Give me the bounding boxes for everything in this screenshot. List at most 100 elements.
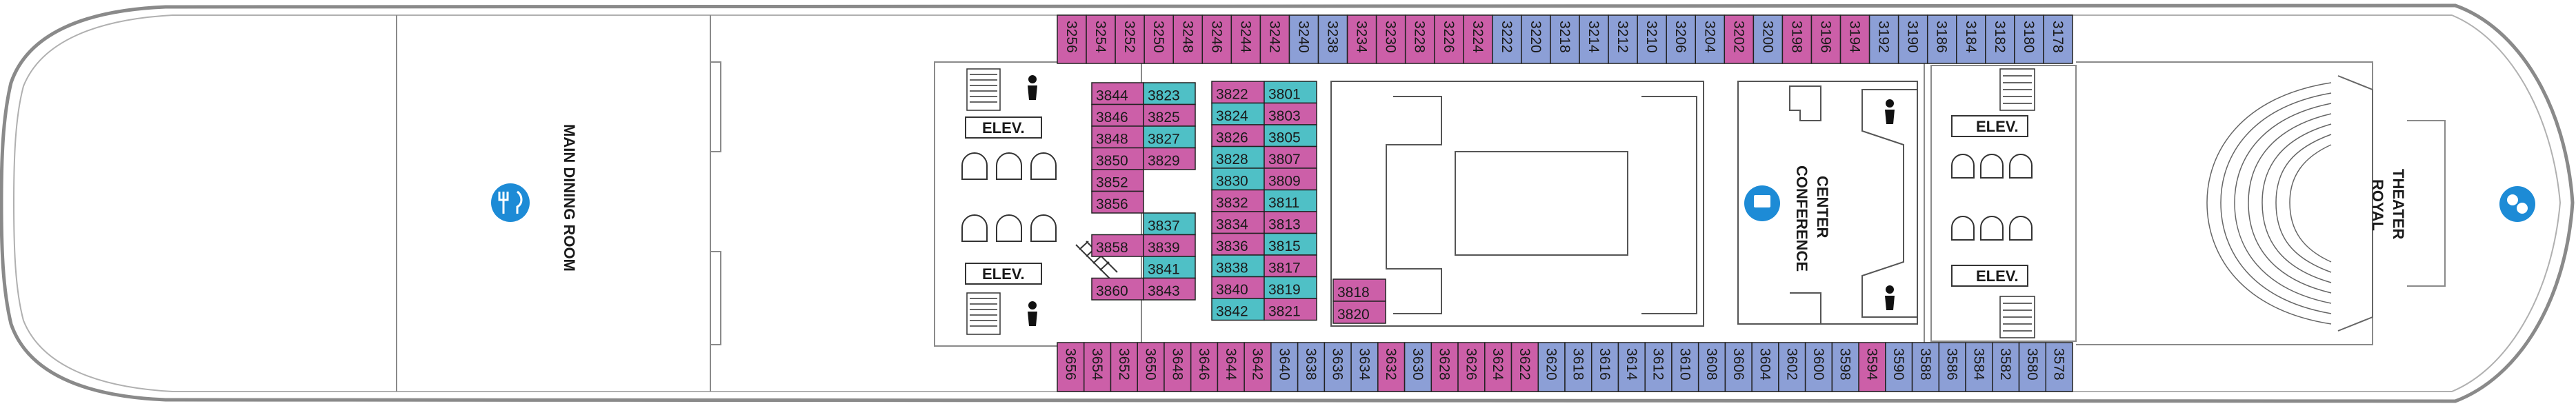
cabin[interactable]: 3246 — [1201, 14, 1232, 64]
elevator-top-left[interactable] — [965, 116, 1042, 139]
cabin-box[interactable] — [1297, 342, 1326, 392]
cabin-box[interactable] — [1433, 14, 1464, 64]
cabin[interactable]: 3200 — [1753, 14, 1784, 64]
cabin[interactable]: 3818 — [1332, 278, 1386, 302]
cabin-box[interactable] — [1264, 298, 1317, 321]
cabin[interactable]: 3844 — [1091, 82, 1144, 105]
cabin[interactable]: 3819 — [1264, 276, 1317, 299]
cabin[interactable]: 3650 — [1137, 342, 1165, 392]
cabin[interactable]: 3244 — [1230, 14, 1261, 64]
cabin[interactable]: 3644 — [1217, 342, 1245, 392]
cabin[interactable]: 3622 — [1510, 342, 1539, 392]
cabin[interactable]: 3821 — [1264, 298, 1317, 321]
cabin-box[interactable] — [1211, 276, 1265, 299]
cabin-box[interactable] — [1110, 342, 1138, 392]
cabin-box[interactable] — [1091, 169, 1144, 192]
cabin[interactable]: 3839 — [1143, 234, 1196, 257]
cabin-box[interactable] — [1324, 342, 1352, 392]
cabin[interactable]: 3590 — [1885, 342, 1913, 392]
cabin[interactable]: 3240 — [1288, 14, 1319, 64]
cabin[interactable]: 3230 — [1375, 14, 1406, 64]
cabin[interactable]: 3815 — [1264, 232, 1317, 256]
cabin-box[interactable] — [1288, 14, 1319, 64]
cabin[interactable]: 3190 — [1897, 14, 1928, 64]
cabin[interactable]: 3646 — [1190, 342, 1219, 392]
cabin[interactable]: 3202 — [1724, 14, 1755, 64]
cabin[interactable]: 3582 — [1992, 342, 2020, 392]
cabin-box[interactable] — [1778, 342, 1806, 392]
cabin-box[interactable] — [1697, 342, 1726, 392]
cabin[interactable]: 3654 — [1083, 342, 1112, 392]
cabin[interactable]: 3624 — [1484, 342, 1512, 392]
cabin-box[interactable] — [1564, 342, 1592, 392]
cabin-box[interactable] — [1143, 234, 1196, 257]
cabin[interactable]: 3648 — [1164, 342, 1192, 392]
cabin[interactable]: 3829 — [1143, 147, 1196, 170]
cabin[interactable]: 3840 — [1211, 276, 1265, 299]
cabin[interactable]: 3828 — [1211, 145, 1265, 169]
cabin-box[interactable] — [1091, 234, 1144, 257]
cabin-box[interactable] — [1858, 342, 1886, 392]
cabin[interactable]: 3204 — [1695, 14, 1726, 64]
cabin[interactable]: 3584 — [1965, 342, 1993, 392]
cabin-box[interactable] — [1484, 342, 1512, 392]
cabin[interactable]: 3652 — [1110, 342, 1138, 392]
cabin[interactable]: 3214 — [1579, 14, 1609, 64]
cabin-box[interactable] — [1091, 125, 1144, 149]
cabin[interactable]: 3826 — [1211, 124, 1265, 148]
cabin[interactable]: 3238 — [1317, 14, 1348, 64]
cabin[interactable]: 3612 — [1644, 342, 1673, 392]
cabin-box[interactable] — [1956, 14, 1986, 64]
cabin[interactable]: 3842 — [1211, 298, 1265, 321]
cabin[interactable]: 3252 — [1115, 14, 1145, 64]
cabin[interactable]: 3218 — [1550, 14, 1580, 64]
cabin[interactable]: 3642 — [1244, 342, 1272, 392]
cabin[interactable]: 3608 — [1697, 342, 1726, 392]
cabin[interactable]: 3805 — [1264, 124, 1317, 148]
cabin[interactable]: 3250 — [1144, 14, 1174, 64]
cabin-box[interactable] — [2045, 342, 2073, 392]
cabin-box[interactable] — [1172, 14, 1204, 64]
cabin[interactable]: 3212 — [1608, 14, 1638, 64]
cabin-box[interactable] — [1671, 342, 1699, 392]
cabin[interactable]: 3196 — [1810, 14, 1841, 64]
cabin[interactable]: 3594 — [1858, 342, 1886, 392]
cabin-box[interactable] — [1264, 145, 1317, 169]
cabin-box[interactable] — [1938, 342, 1966, 392]
cabin[interactable]: 3638 — [1297, 342, 1326, 392]
cabin[interactable]: 3580 — [2018, 342, 2047, 392]
cabin-box[interactable] — [1637, 14, 1667, 64]
cabin[interactable]: 3600 — [1804, 342, 1833, 392]
cabin[interactable]: 3837 — [1143, 212, 1196, 236]
cabin-box[interactable] — [1211, 189, 1265, 212]
cabin-box[interactable] — [1264, 276, 1317, 299]
cabin-box[interactable] — [1375, 14, 1406, 64]
cabin[interactable]: 3834 — [1211, 211, 1265, 234]
cabin[interactable]: 3838 — [1211, 254, 1265, 278]
cabin-box[interactable] — [1985, 14, 2015, 64]
cabin[interactable]: 3858 — [1091, 234, 1144, 257]
cabin-box[interactable] — [1804, 342, 1833, 392]
cabin[interactable]: 3588 — [1911, 342, 1940, 392]
cabin[interactable]: 3616 — [1590, 342, 1619, 392]
cabin[interactable]: 3194 — [1839, 14, 1870, 64]
cabin[interactable]: 3823 — [1143, 82, 1196, 105]
cabin[interactable]: 3626 — [1457, 342, 1486, 392]
cabin[interactable]: 3180 — [2014, 14, 2044, 64]
cabin[interactable]: 3220 — [1521, 14, 1551, 64]
cabin[interactable]: 3578 — [2045, 342, 2073, 392]
cabin-box[interactable] — [1143, 212, 1196, 236]
cabin-box[interactable] — [1317, 14, 1348, 64]
cabin[interactable]: 3841 — [1143, 256, 1196, 279]
cabin[interactable]: 3836 — [1211, 232, 1265, 256]
cabin[interactable]: 3228 — [1404, 14, 1435, 64]
cabin[interactable]: 3618 — [1564, 342, 1592, 392]
cabin[interactable]: 3224 — [1463, 14, 1493, 64]
cabin-box[interactable] — [1885, 342, 1913, 392]
cabin-box[interactable] — [1810, 14, 1841, 64]
cabin-box[interactable] — [1332, 278, 1386, 302]
cabin-box[interactable] — [1190, 342, 1219, 392]
cabin-box[interactable] — [1350, 342, 1379, 392]
cabin[interactable]: 3824 — [1211, 102, 1265, 125]
cabin[interactable]: 3632 — [1377, 342, 1406, 392]
